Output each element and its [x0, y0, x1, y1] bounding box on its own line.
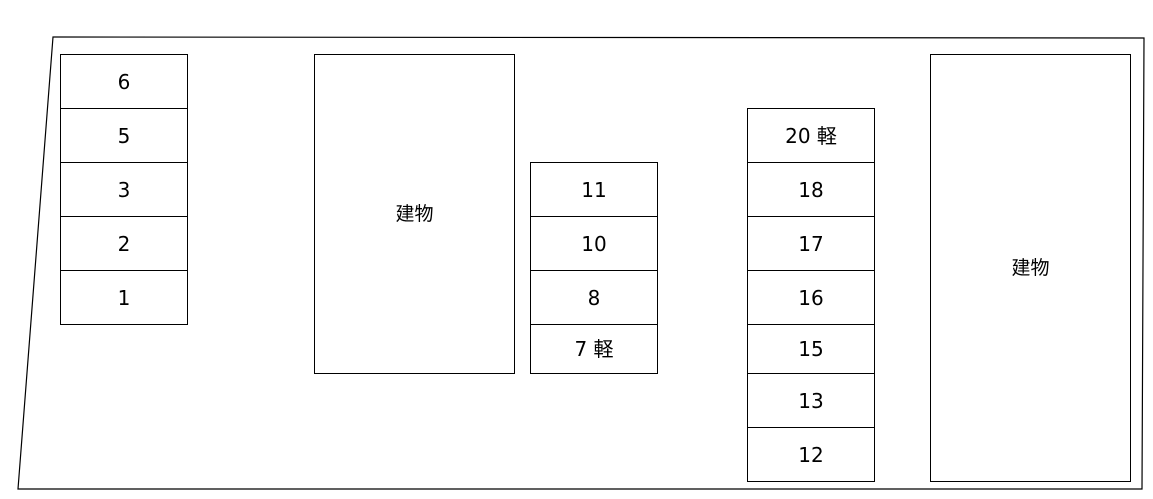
stall-number: 1 [117, 285, 131, 310]
stall-number: 20 軽 [785, 123, 837, 148]
stall-number: 16 [798, 285, 824, 310]
parking-stall-15: 15 [747, 324, 875, 373]
parking-stall-6: 6 [60, 54, 188, 108]
parking-stall-10: 10 [530, 216, 658, 270]
parking-stall-13: 13 [747, 373, 875, 427]
stall-number: 8 [587, 285, 601, 310]
stall-number: 2 [117, 231, 131, 256]
stall-number: 10 [581, 231, 607, 256]
stall-number: 6 [117, 69, 131, 94]
parking-stall-7-kei: 7 軽 [530, 324, 658, 374]
stall-number: 5 [117, 123, 131, 148]
stall-number: 12 [798, 442, 824, 467]
stall-number: 11 [581, 177, 607, 202]
stall-number: 3 [117, 177, 131, 202]
stall-number: 15 [798, 337, 824, 361]
parking-stall-16: 16 [747, 270, 875, 324]
parking-stall-5: 5 [60, 108, 188, 162]
stall-number: 18 [798, 177, 824, 202]
building-left: 建物 [314, 54, 515, 374]
building-label: 建物 [1011, 256, 1050, 279]
parking-stall-20-kei: 20 軽 [747, 108, 875, 162]
stall-number: 13 [798, 388, 824, 413]
parking-stall-18: 18 [747, 162, 875, 216]
parking-stall-12: 12 [747, 427, 875, 482]
building-label: 建物 [395, 202, 434, 225]
parking-stall-11: 11 [530, 162, 658, 216]
parking-stall-2: 2 [60, 216, 188, 270]
parking-stall-1: 1 [60, 270, 188, 325]
stall-number: 7 軽 [574, 337, 614, 361]
parking-stall-3: 3 [60, 162, 188, 216]
building-right: 建物 [930, 54, 1131, 482]
parking-stall-8: 8 [530, 270, 658, 324]
parking-stall-17: 17 [747, 216, 875, 270]
stall-number: 17 [798, 231, 824, 256]
